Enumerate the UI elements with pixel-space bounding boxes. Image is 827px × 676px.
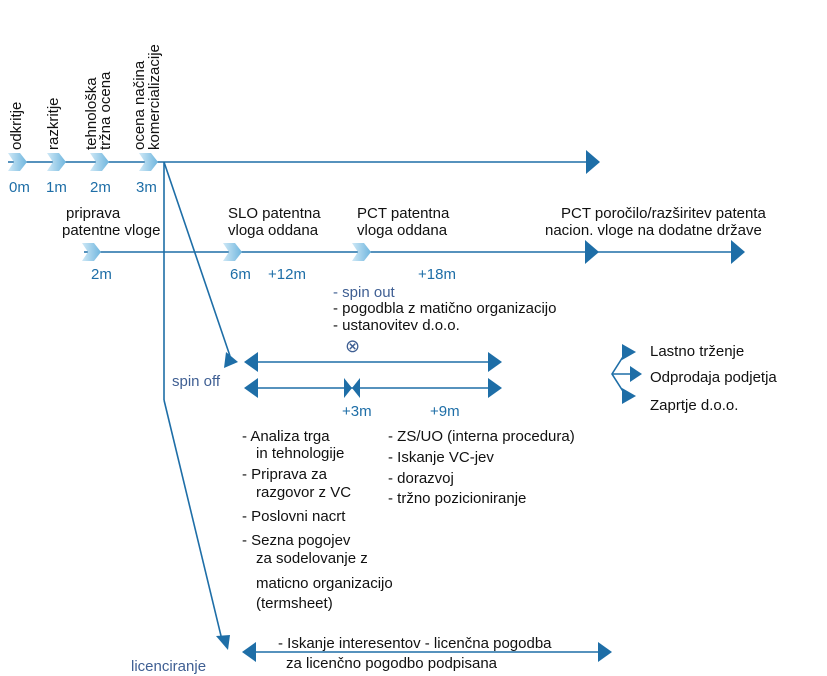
- spin-task-line: - ZS/UO (interna procedura): [388, 428, 575, 445]
- spin-task-line: - Priprava za: [242, 466, 328, 483]
- spinoff-branch-line: [163, 161, 231, 357]
- pct-report-label: PCT poročilo/razširitev patenta: [561, 205, 766, 222]
- patent-chevron-icon: [223, 243, 242, 261]
- spin-task-line: - dorazvoj: [388, 470, 454, 487]
- spin-task-line: za sodelovanje z: [256, 550, 368, 567]
- spin-task-line: - Poslovni nacrt: [242, 508, 346, 525]
- spin-task-line: - Iskanje VC-jev: [388, 449, 494, 466]
- main-timeline-arrowhead: [586, 150, 600, 174]
- outcome-label: Lastno trženje: [650, 343, 744, 360]
- time-label: 1m: [46, 179, 67, 196]
- spinoff-arrowhead-left: [244, 352, 258, 372]
- licencing-label: licenciranje: [131, 658, 206, 675]
- phase-chevron-icon: [8, 153, 27, 171]
- pct-patent-label: PCT patentna: [357, 205, 450, 222]
- milestone-arrowhead: [344, 378, 352, 398]
- patent-arrowhead-end: [731, 240, 745, 264]
- patent-chevron-icon: [82, 243, 101, 261]
- spinoff2-arrowhead-right: [488, 378, 502, 398]
- phase-label-line: ocena načina: [131, 60, 148, 150]
- outcome-label: Odprodaja podjetja: [650, 369, 777, 386]
- spin-task-line: - tržno pozicioniranje: [388, 490, 526, 507]
- spinoff-arrowhead-right: [488, 352, 502, 372]
- licencing-text: - Iskanje interesentov - licenčna pogodb…: [278, 635, 552, 652]
- time-label: +18m: [418, 266, 456, 283]
- licencing-text: za licenčno pogodbo podpisana: [286, 655, 498, 672]
- spin-task-line: in tehnologije: [256, 445, 344, 462]
- spin-task-line: (termsheet): [256, 595, 333, 612]
- patent-priprava-label: patentne vloge: [62, 222, 160, 239]
- phase-label-odkritje: odkritje: [8, 102, 25, 150]
- time-label: +3m: [342, 403, 372, 420]
- pct-patent-label: vloga oddana: [357, 222, 448, 239]
- licencing-arrowhead-right: [598, 642, 612, 662]
- patent-priprava-label: priprava: [66, 205, 121, 222]
- spin-task-line: - Analiza trga: [242, 428, 330, 445]
- phase-label-tehnoloska: tehnološka tržna ocena: [83, 71, 114, 150]
- milestone-arrowhead: [352, 378, 360, 398]
- phase-chevron-icon: [139, 153, 158, 171]
- time-label: +12m: [268, 266, 306, 283]
- phase-label-ocena: ocena načina komercializacije: [131, 44, 163, 150]
- slo-patent-label: vloga oddana: [228, 222, 319, 239]
- outcome-label: Zaprtje d.o.o.: [650, 397, 738, 414]
- phase-label-line: tehnološka: [83, 77, 100, 150]
- phase-label-razkritje: razkritje: [45, 97, 62, 150]
- phase-label-line: razkritje: [45, 97, 62, 150]
- spinoff-branch-arrowhead: [224, 352, 238, 368]
- phase-label-line: odkritje: [8, 102, 25, 150]
- slo-patent-label: SLO patentna: [228, 205, 321, 222]
- spin-task-line: - Sezna pogojev: [242, 532, 351, 549]
- licencing-arrowhead-left: [242, 642, 256, 662]
- licencing-branch-line: [163, 399, 223, 641]
- pct-report-label: nacion. vloge na dodatne države: [545, 222, 762, 239]
- patent-chevron-icon: [352, 243, 371, 261]
- outcome-fork-icon: [611, 344, 642, 404]
- spin-out-text: - pogodbla z matično organizacijo: [333, 300, 556, 317]
- time-label: 0m: [9, 179, 30, 196]
- time-label: +9m: [430, 403, 460, 420]
- time-label: 2m: [91, 266, 112, 283]
- time-label: 2m: [90, 179, 111, 196]
- spin-out-text: - ustanovitev d.o.o.: [333, 317, 460, 334]
- spin-off-label: spin off: [172, 373, 221, 390]
- spinoff2-arrowhead-left: [244, 378, 258, 398]
- spin-task-line: maticno organizacijo: [256, 575, 393, 592]
- phase-label-line: komercializacije: [146, 44, 163, 150]
- phase-chevron-icon: [47, 153, 66, 171]
- time-label: 6m: [230, 266, 251, 283]
- licencing-branch-arrowhead: [216, 635, 230, 650]
- patent-arrowhead: [585, 240, 599, 264]
- spin-out-text: - spin out: [333, 284, 396, 301]
- spin-task-line: razgovor z VC: [256, 484, 351, 501]
- phase-chevron-icon: [90, 153, 109, 171]
- time-label: 3m: [136, 179, 157, 196]
- cross-circle-icon: ⊗: [345, 336, 360, 356]
- phase-label-line: tržna ocena: [97, 71, 114, 150]
